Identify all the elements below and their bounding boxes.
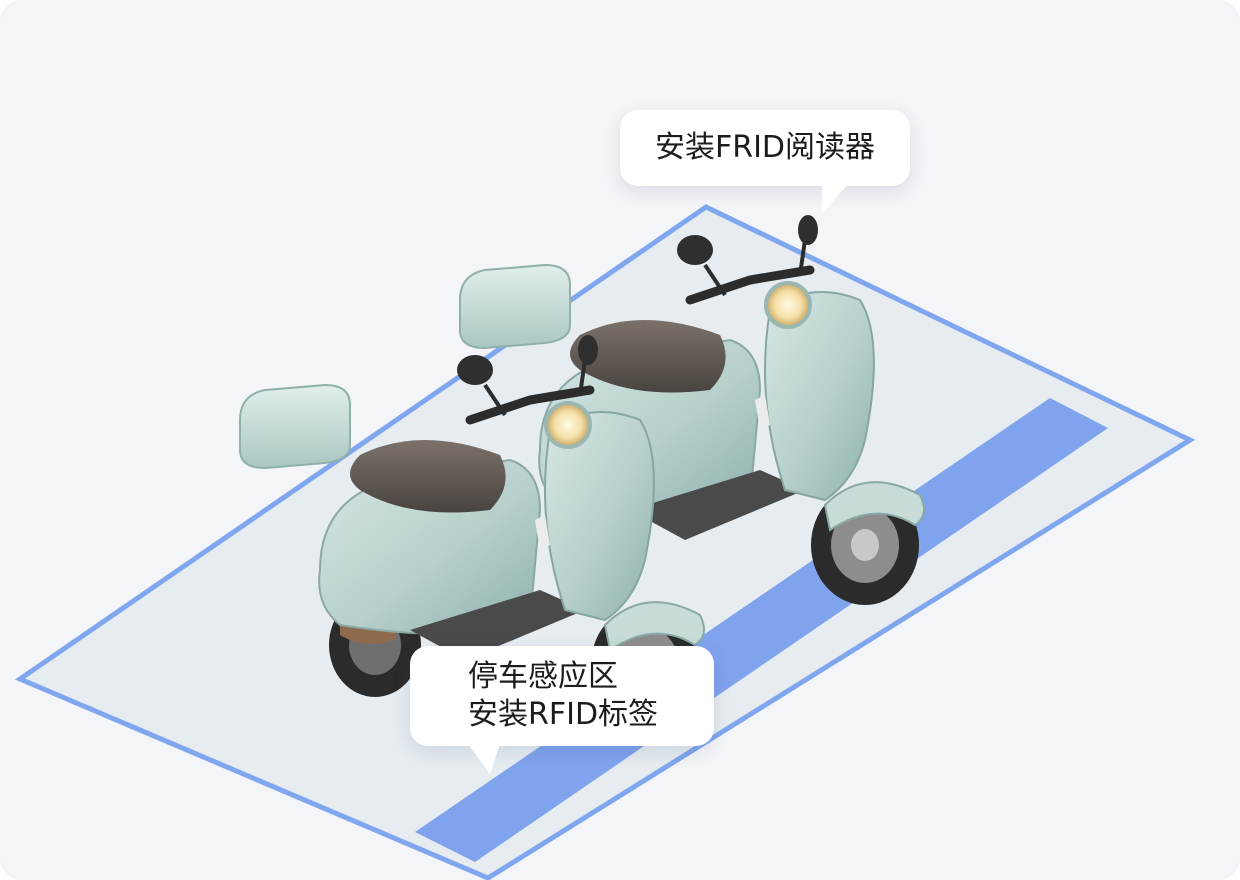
zone-label-line2: 安装RFID标签 [468,697,659,732]
parking-zone-callout: 停车感应区 安装RFID标签 [410,646,714,774]
callout-tail [468,744,500,774]
callout-tail [822,184,848,214]
sensor-strip [415,398,1108,862]
zone-label-line1: 停车感应区 [468,659,618,694]
reader-label: 安装FRID阅读器 [654,130,876,165]
reader-callout: 安装FRID阅读器 [620,110,910,214]
